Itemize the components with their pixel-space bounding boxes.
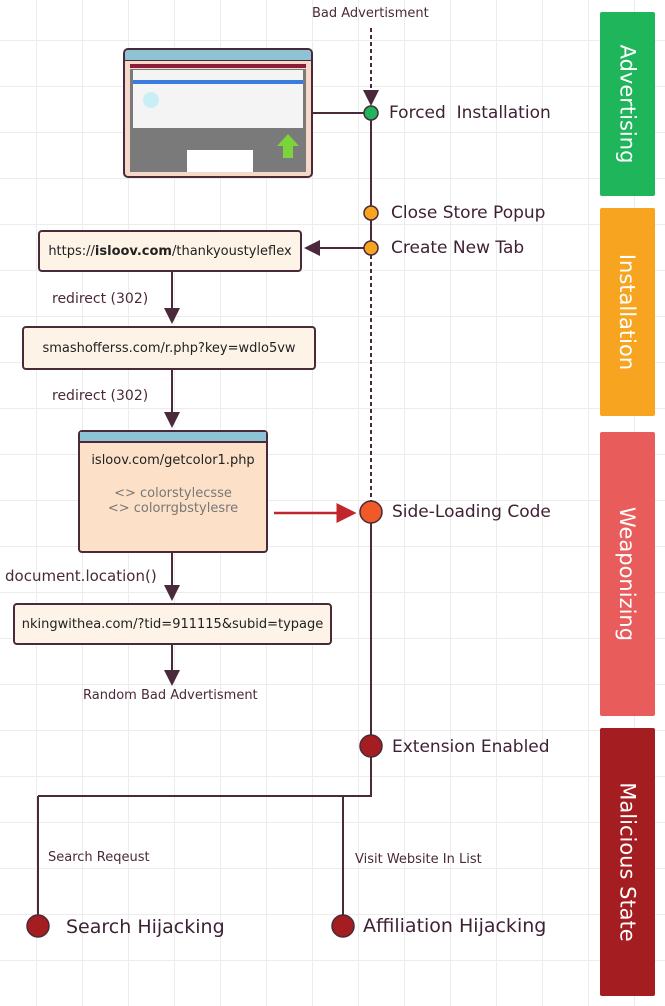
phase-weaponizing: Weaponizing xyxy=(600,432,655,716)
url-box-thankyou: https://isloov.com/thankyoustyleflex xyxy=(38,230,302,272)
edge-label: Visit Website In List xyxy=(355,852,482,867)
store-popup-screenshot xyxy=(123,48,313,178)
redirect-label: redirect (302) xyxy=(52,388,149,404)
outcome-label: Affiliation Hijacking xyxy=(363,915,547,937)
event-label: Side-Loading Code xyxy=(392,502,551,522)
event-label: Extension Enabled xyxy=(392,737,550,757)
random-bad-advertisment-label: Random Bad Advertisment xyxy=(83,688,258,703)
node-forced-installation xyxy=(363,105,379,121)
node-search-hijacking xyxy=(26,914,50,938)
node-create-new-tab xyxy=(363,240,379,256)
outcome-label: Search Hijacking xyxy=(66,916,225,938)
phase-advertising: Advertising xyxy=(600,12,655,196)
getcolor-window: isloov.com/getcolor1.php <> colorstylecs… xyxy=(78,430,268,553)
event-label: Create New Tab xyxy=(391,238,525,258)
node-affiliation-hijacking xyxy=(331,914,355,938)
node-close-store-popup xyxy=(363,205,379,221)
document-location-label: document.location() xyxy=(5,567,157,585)
url-box-nkingwithea: nkingwithea.com/?tid=911115&subid=typage xyxy=(13,603,332,645)
phase-installation: Installation xyxy=(600,208,655,416)
edge-label: Search Reqeust xyxy=(48,850,150,865)
phase-malicious-state: Malicious State xyxy=(600,728,655,996)
bad-advertisment-label: Bad Advertisment xyxy=(312,6,429,21)
event-label: Close Store Popup xyxy=(391,203,546,223)
redirect-label: redirect (302) xyxy=(52,291,149,307)
event-label: Forced Installation xyxy=(389,103,551,123)
url-box-smashoffers: smashofferss.com/r.php?key=wdlo5vw xyxy=(22,326,316,370)
node-extension-enabled xyxy=(359,734,383,758)
node-side-loading xyxy=(359,500,383,524)
